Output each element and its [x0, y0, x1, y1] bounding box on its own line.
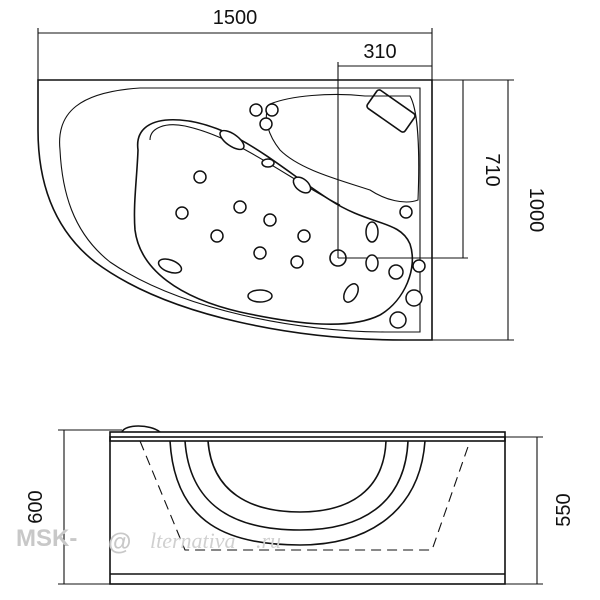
jets	[157, 103, 426, 329]
jet	[290, 255, 304, 269]
jet	[193, 170, 207, 184]
label-710: 710	[481, 153, 503, 186]
watermark-tld: .ru	[256, 528, 281, 553]
inner-basin	[133, 118, 414, 325]
top-view-outline	[37, 79, 433, 341]
jet	[253, 246, 267, 260]
jet	[247, 289, 273, 303]
watermark-at: @	[108, 529, 131, 556]
jet	[388, 264, 404, 280]
label-1500: 1500	[213, 7, 258, 29]
jet	[157, 258, 183, 274]
jet	[265, 103, 279, 117]
inner-tub-dashed	[139, 440, 471, 551]
jet	[249, 103, 263, 117]
jet	[219, 129, 245, 151]
jet	[297, 229, 311, 243]
jet	[365, 254, 379, 272]
jet	[412, 259, 426, 273]
front-view: 600 550	[25, 425, 575, 585]
bowl-outer	[169, 440, 426, 546]
label-550: 550	[553, 493, 575, 526]
jet	[233, 200, 247, 214]
label-1000: 1000	[525, 188, 547, 233]
drain	[329, 249, 347, 267]
watermark: MSK- @ lternativa .ru	[16, 525, 281, 556]
watermark-prefix: MSK-	[16, 525, 77, 552]
jet	[343, 283, 359, 303]
jet	[263, 213, 277, 227]
jet	[399, 205, 413, 219]
front-view-outline	[109, 436, 506, 585]
headrest-profile	[121, 425, 161, 433]
label-310: 310	[363, 41, 396, 63]
headrest-pillow	[366, 89, 416, 133]
jet	[261, 158, 275, 168]
label-600: 600	[25, 490, 47, 523]
jet	[210, 229, 224, 243]
jet	[389, 311, 407, 329]
jet	[405, 289, 423, 307]
seat-wall	[149, 124, 341, 206]
top-view: 1500 310 710 1000	[37, 7, 547, 341]
jet	[175, 206, 189, 220]
top-view-rim	[59, 87, 421, 333]
watermark-suffix: lternativa	[150, 528, 236, 553]
bowl-middle	[184, 440, 409, 531]
jet	[292, 176, 312, 194]
jet	[365, 221, 379, 243]
jet	[259, 117, 273, 131]
bowl-inner	[207, 440, 387, 513]
seat-area	[265, 93, 420, 203]
